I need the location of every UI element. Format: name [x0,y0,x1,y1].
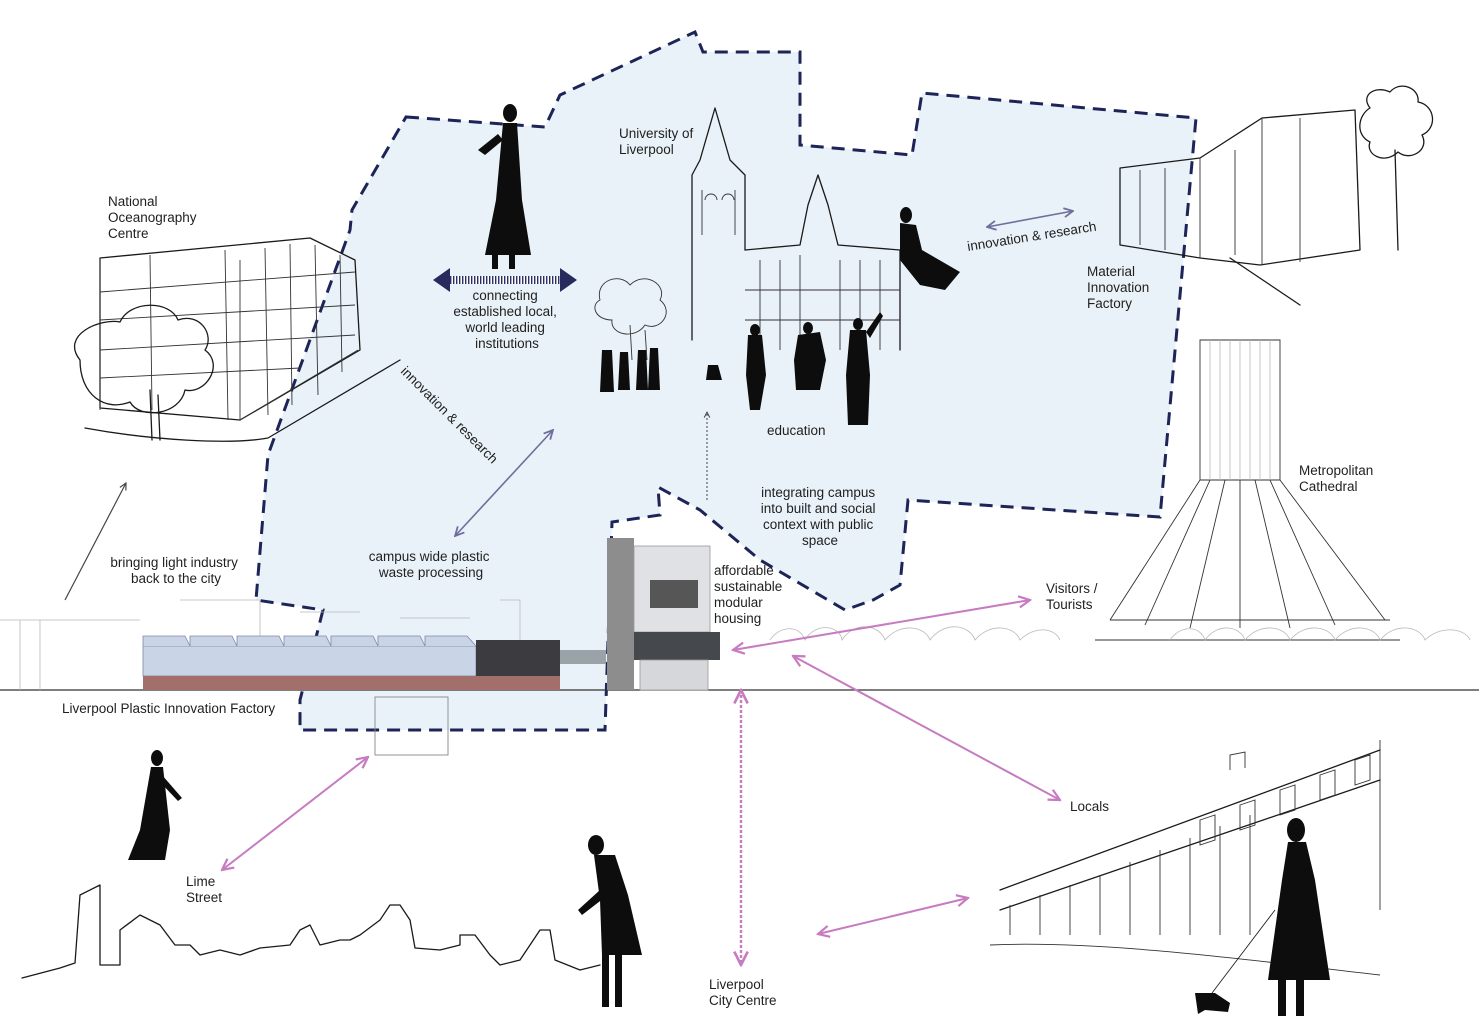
label-affordable-housing: affordable sustainable modular housing [714,563,786,626]
person-silhouette-icon [1268,818,1330,1016]
label-plastic-innovation-factory: Liverpool Plastic Innovation Factory [62,701,275,716]
city-skyline-outline [22,885,600,978]
label-lime-street: Lime Street [186,874,222,905]
label-visitors-tourists: Visitors / Tourists [1046,581,1101,612]
arrow-lime-street [222,757,368,870]
plastic-factory-elevation [143,636,606,690]
label-bringing-light-industry: bringing light industry back to the city [110,555,241,586]
arrow-locals [793,656,1060,800]
label-education: education [767,423,826,438]
dog-silhouette-icon [1195,993,1230,1014]
modular-housing-tower [607,538,720,690]
label-locals: Locals [1070,799,1109,814]
label-metropolitan-cathedral: Metropolitan Cathedral [1299,463,1377,494]
dog-leash [1212,910,1275,993]
person-silhouette-icon [578,835,642,1007]
label-campus-plastic-waste: campus wide plastic waste processing [369,549,494,580]
label-national-oceanography-centre: National Oceanography Centre [108,194,200,241]
label-liverpool-city-centre: Liverpool City Centre [709,977,777,1008]
person-silhouette-icon [128,750,182,860]
arrow-bringing-light-industry [65,483,126,600]
arrow-visitors-tourists [733,600,1030,650]
arrow-city-centre-to-terrace [818,898,968,934]
